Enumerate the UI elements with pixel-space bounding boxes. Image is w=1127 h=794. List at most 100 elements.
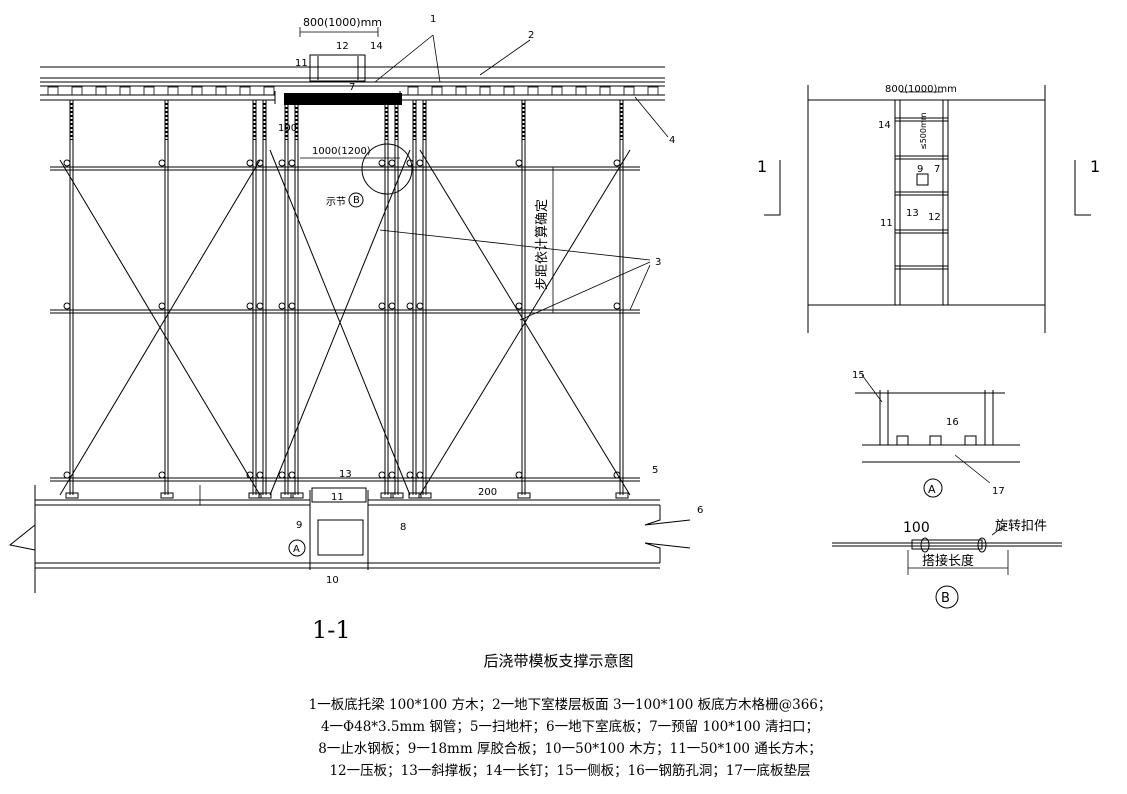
bottom-slab (8, 485, 691, 593)
timber-joists (47, 86, 659, 96)
coupler (288, 471, 296, 479)
pole-base (408, 492, 422, 499)
section-label: 1-1 (312, 616, 351, 644)
coupler (406, 302, 414, 310)
coupler (378, 302, 386, 310)
marker-2: 2 (528, 30, 534, 41)
pole-base (615, 492, 629, 499)
marker-14: 14 (370, 41, 383, 52)
timber-joist (599, 86, 611, 96)
coupler (388, 471, 396, 479)
coupler (278, 471, 286, 479)
coupler (378, 471, 386, 479)
marker-5: 5 (652, 465, 658, 476)
cross-bracing (59, 149, 631, 496)
coupler (278, 159, 286, 167)
coupler (158, 302, 166, 310)
detail-a-marker-16: 16 (946, 417, 959, 428)
pole-base (65, 492, 79, 499)
detail-b-lap: 搭接长度 (922, 553, 974, 569)
timber-joist (455, 86, 467, 96)
gap-dim-label: 1000(1200) (312, 146, 371, 157)
timber-joist (575, 86, 587, 96)
coupler (288, 159, 296, 167)
plan-marker-14: 14 (878, 120, 891, 131)
timber-joist (239, 86, 251, 96)
coupler (256, 471, 264, 479)
timber-joist (263, 86, 275, 96)
timber-joist (191, 86, 203, 96)
coupler (158, 471, 166, 479)
drawing-title: 后浇带模板支撑示意图 (483, 652, 634, 670)
marker-6: 6 (697, 505, 703, 516)
marker-4: 4 (669, 135, 675, 146)
coupler (515, 159, 523, 167)
plan-dim-label: 800(1000)mm (885, 84, 957, 95)
coupler (515, 302, 523, 310)
pole-base (517, 492, 531, 499)
coupler (158, 159, 166, 167)
legend-line-2: 4一Φ48*3.5mm 钢管；5一扫地杆；6一地下室底板；7一预留 100*10… (320, 719, 820, 735)
detail-b-dim: 100 (903, 520, 930, 536)
pole-base (280, 492, 294, 499)
ledgers (50, 166, 640, 482)
coupler (416, 159, 424, 167)
marker-12: 12 (336, 41, 349, 52)
dim-100-label: 100 (278, 123, 297, 134)
coupler (613, 159, 621, 167)
pole-base (290, 492, 304, 499)
coupler (613, 302, 621, 310)
coupler (388, 302, 396, 310)
coupler (63, 159, 71, 167)
svg-text:A: A (293, 544, 300, 555)
detail-b-ref: 示节 (326, 196, 346, 208)
timber-joist (95, 86, 107, 96)
coupler (246, 302, 254, 310)
plan-marker-9: 9 (917, 164, 923, 175)
coupler (278, 302, 286, 310)
marker-11: 11 (295, 58, 308, 69)
pole-base (418, 492, 432, 499)
plan-spacing-label: ≤500mm (919, 112, 928, 150)
coupler (378, 159, 386, 167)
legend-line-1: 1一板底托梁 100*100 方木；2一地下室楼层板面 3一100*100 板底… (308, 697, 832, 713)
cut-label-right: 1 (1090, 157, 1100, 176)
timber-joist (431, 86, 443, 96)
detail-a-marker-17: 17 (992, 486, 1005, 497)
timber-joist (47, 86, 59, 96)
timber-joist (623, 86, 635, 96)
timber-joist (119, 86, 131, 96)
steel-poles (63, 100, 629, 499)
svg-text:B: B (353, 195, 360, 206)
marker-10: 10 (326, 575, 339, 586)
dim-200-label: 200 (478, 487, 497, 498)
cut-label-left: 1 (757, 157, 767, 176)
timber-joist (407, 86, 419, 96)
detail-b-label: B (941, 591, 950, 606)
pole-base (248, 492, 262, 499)
main-section: 800(1000)mm 1000(1200) 100 B 示节 (8, 14, 703, 644)
coupler (63, 471, 71, 479)
plan-marker-7: 7 (934, 164, 940, 175)
timber-joist (503, 86, 515, 96)
detail-b-clamp: 旋转扣件 (995, 519, 1047, 534)
coupler (288, 302, 296, 310)
legend: 1一板底托梁 100*100 方木；2一地下室楼层板面 3一100*100 板底… (250, 694, 890, 782)
detail-b: 100 旋转扣件 搭接长度 B (832, 519, 1062, 609)
marker-3: 3 (655, 257, 661, 268)
plan-cross-bars (895, 117, 948, 270)
plan-marker-12: 12 (928, 212, 941, 223)
pole-base (160, 492, 174, 499)
timber-joist (647, 86, 659, 96)
legend-line-4: 12一压板；13一斜撑板；14一长钉；15一侧板；16一钢筋孔洞；17一底板垫层 (329, 763, 811, 779)
top-dim-label: 800(1000)mm (303, 16, 382, 29)
marker-13: 13 (339, 469, 352, 480)
plan-marker-13: 13 (906, 208, 919, 219)
marker-1: 1 (430, 14, 436, 25)
timber-joist (167, 86, 179, 96)
coupler (416, 471, 424, 479)
